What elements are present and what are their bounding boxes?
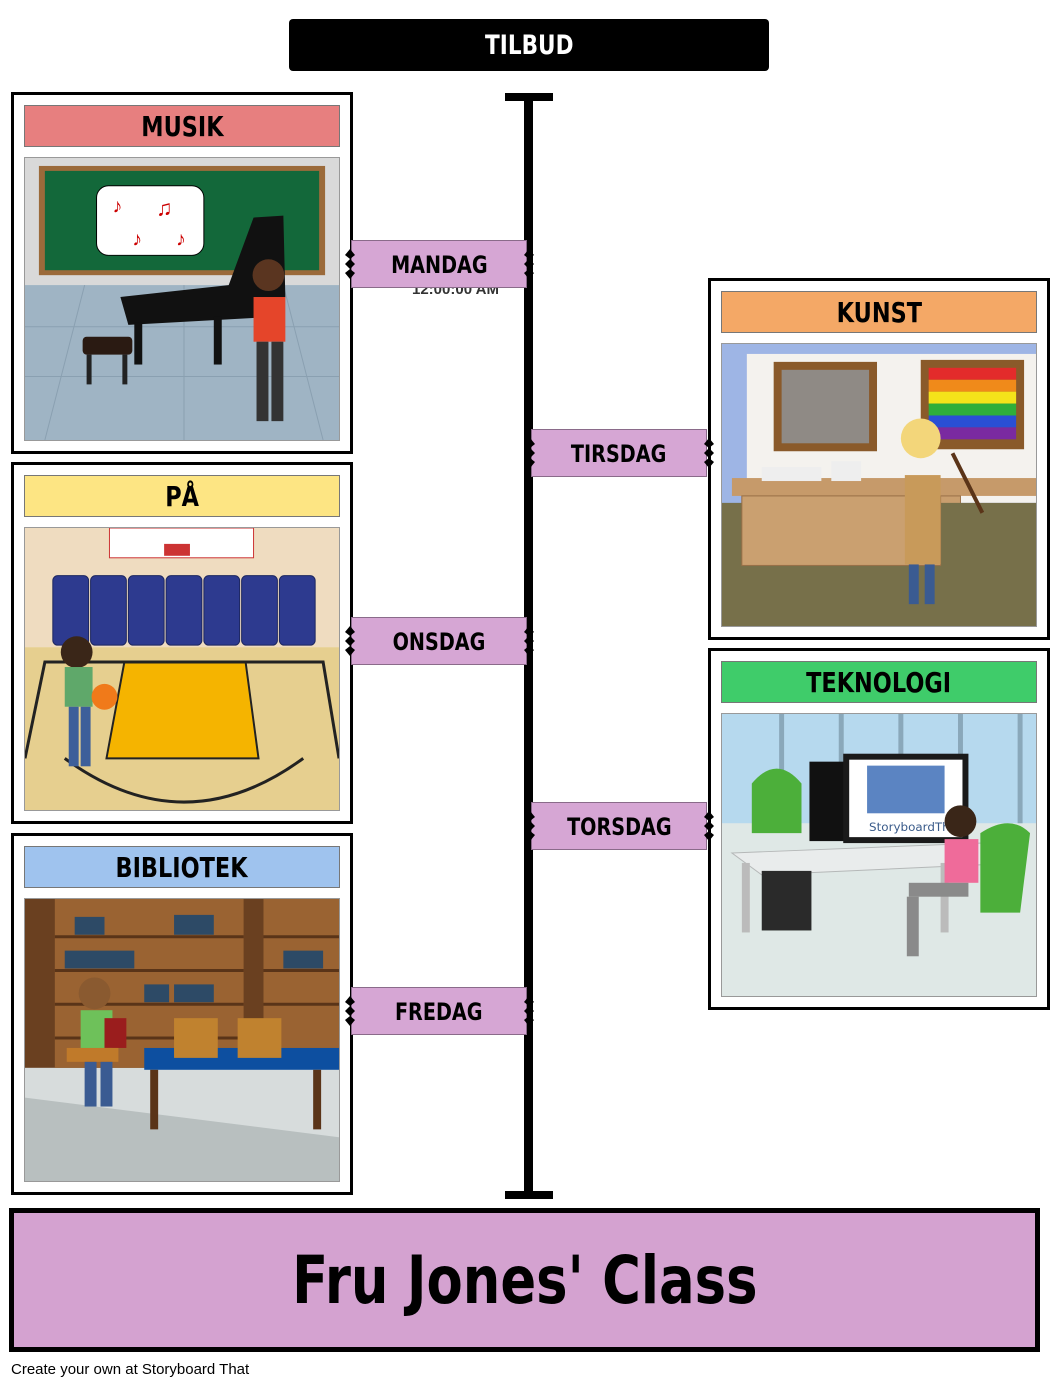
connector-clip-icon (704, 438, 714, 468)
connector-clip-icon (345, 626, 355, 656)
svg-text:♪: ♪ (112, 196, 122, 218)
svg-text:♪: ♪ (176, 228, 186, 250)
day-label-mandag: MANDAG (351, 240, 527, 288)
panel-paa: PÅ (11, 462, 353, 824)
connector-clip-icon (704, 811, 714, 841)
panel-kunst: KUNST (708, 278, 1050, 640)
connector-clip-icon (524, 996, 534, 1026)
class-title-box: Fru Jones' Class (9, 1208, 1040, 1352)
panel-teknologi: TEKNOLOGI StoryboardThat (708, 648, 1050, 1010)
music-room-scene: ♪ ♫ ♪ ♪ (24, 157, 340, 441)
connector-clip-icon (524, 626, 534, 656)
panel-bibliotek: BIBLIOTEK (11, 833, 353, 1195)
connector-clip-icon (525, 811, 535, 841)
connector-clip-icon (345, 249, 355, 279)
day-label-onsdag: ONSDAG (351, 617, 527, 665)
panel-kunst-title: KUNST (721, 291, 1037, 333)
day-label-torsdag: TORSDAG (531, 802, 707, 850)
panel-bibliotek-title: BIBLIOTEK (24, 846, 340, 888)
computer-lab-scene: StoryboardThat (721, 713, 1037, 997)
day-label-tirsdag: TIRSDAG (531, 429, 707, 477)
timeline-title: TILBUD (484, 30, 574, 61)
connector-clip-icon (524, 249, 534, 279)
timeline-bottom-cap (505, 1191, 553, 1199)
panel-teknologi-title: TEKNOLOGI (721, 661, 1037, 703)
library-scene (24, 898, 340, 1182)
timeline-title-bar: TILBUD (289, 19, 769, 71)
panel-musik-title: MUSIK (24, 105, 340, 147)
svg-text:♪: ♪ (132, 228, 142, 250)
day-label-fredag: FREDAG (351, 987, 527, 1035)
svg-text:♫: ♫ (156, 196, 172, 221)
storyboard-credit-link[interactable]: Create your own at Storyboard That (11, 1361, 250, 1378)
timeline-axis (524, 96, 533, 1196)
art-room-scene (721, 343, 1037, 627)
connector-clip-icon (525, 438, 535, 468)
gym-scene (24, 527, 340, 811)
screen-brand: StoryboardThat (869, 820, 962, 834)
class-title: Fru Jones' Class (291, 1242, 758, 1319)
connector-clip-icon (345, 996, 355, 1026)
panel-paa-title: PÅ (24, 475, 340, 517)
panel-musik: MUSIK ♪ ♫ ♪ ♪ (11, 92, 353, 454)
